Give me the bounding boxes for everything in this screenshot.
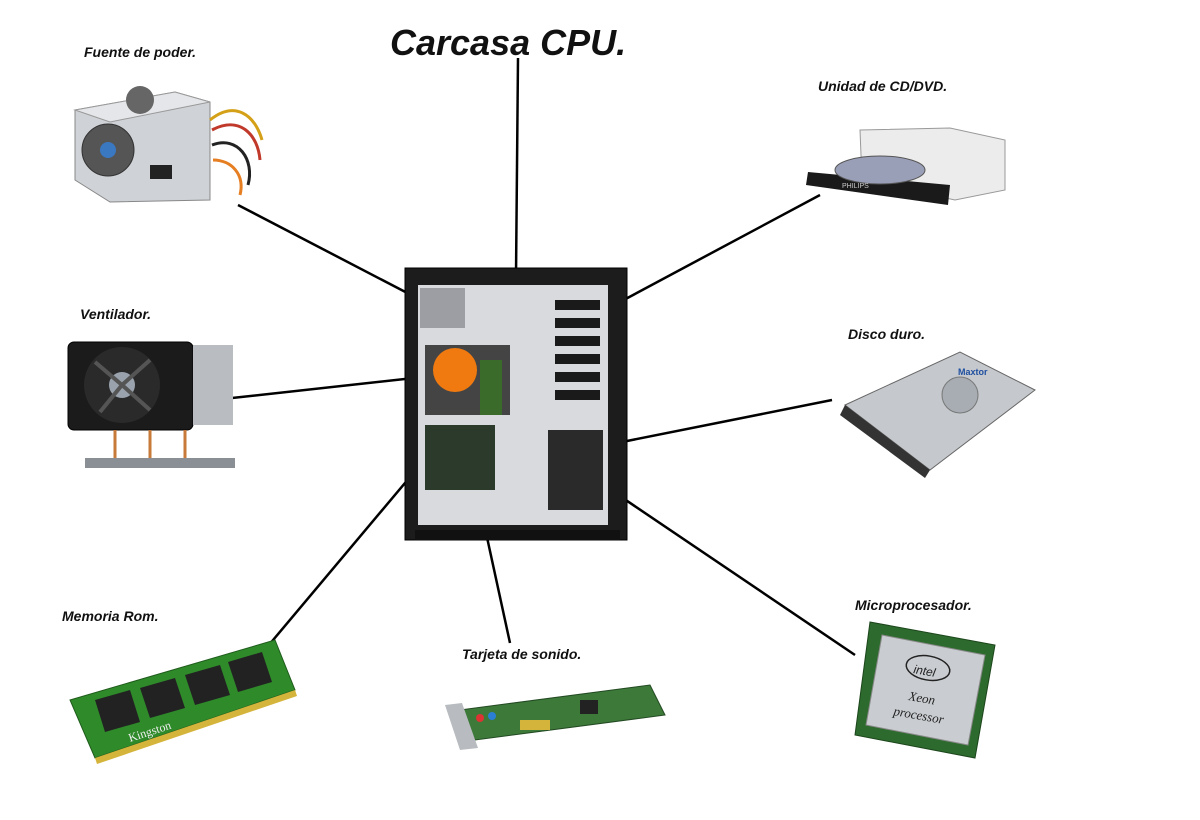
cooler-fan-image <box>67 341 235 468</box>
line-title <box>514 57 520 276</box>
disk-brand-text: Maxtor <box>958 367 988 377</box>
cpu-brand-text: intel <box>912 662 936 680</box>
label-disco: Disco duro. <box>848 326 926 342</box>
cpu-model-text: Xeon <box>906 688 936 708</box>
diagram-title: Carcasa CPU. <box>390 22 627 63</box>
label-ventilador: Ventilador. <box>80 306 152 322</box>
label-memoria: Memoria Rom. <box>62 608 159 624</box>
line-ventilador <box>231 374 433 400</box>
hard-disk-image: Maxtor <box>840 351 1036 478</box>
line-cd <box>589 193 821 320</box>
power-supply-image <box>73 86 264 203</box>
ram-module-image: Kingston <box>69 639 297 764</box>
cd-drive-image: PHILIPS <box>806 127 1006 205</box>
label-tarjeta: Tarjeta de sonido. <box>462 646 582 662</box>
label-fuente: Fuente de poder. <box>84 44 197 60</box>
microprocessor-image: intel Xeon processor <box>854 621 996 759</box>
cd-brand-text: PHILIPS <box>842 183 869 190</box>
sound-card-image <box>445 684 666 750</box>
line-disco <box>591 398 833 450</box>
label-cd: Unidad de CD/DVD. <box>818 78 948 94</box>
label-micro: Microprocesador. <box>855 597 972 613</box>
cpu-tower-image <box>404 267 628 541</box>
